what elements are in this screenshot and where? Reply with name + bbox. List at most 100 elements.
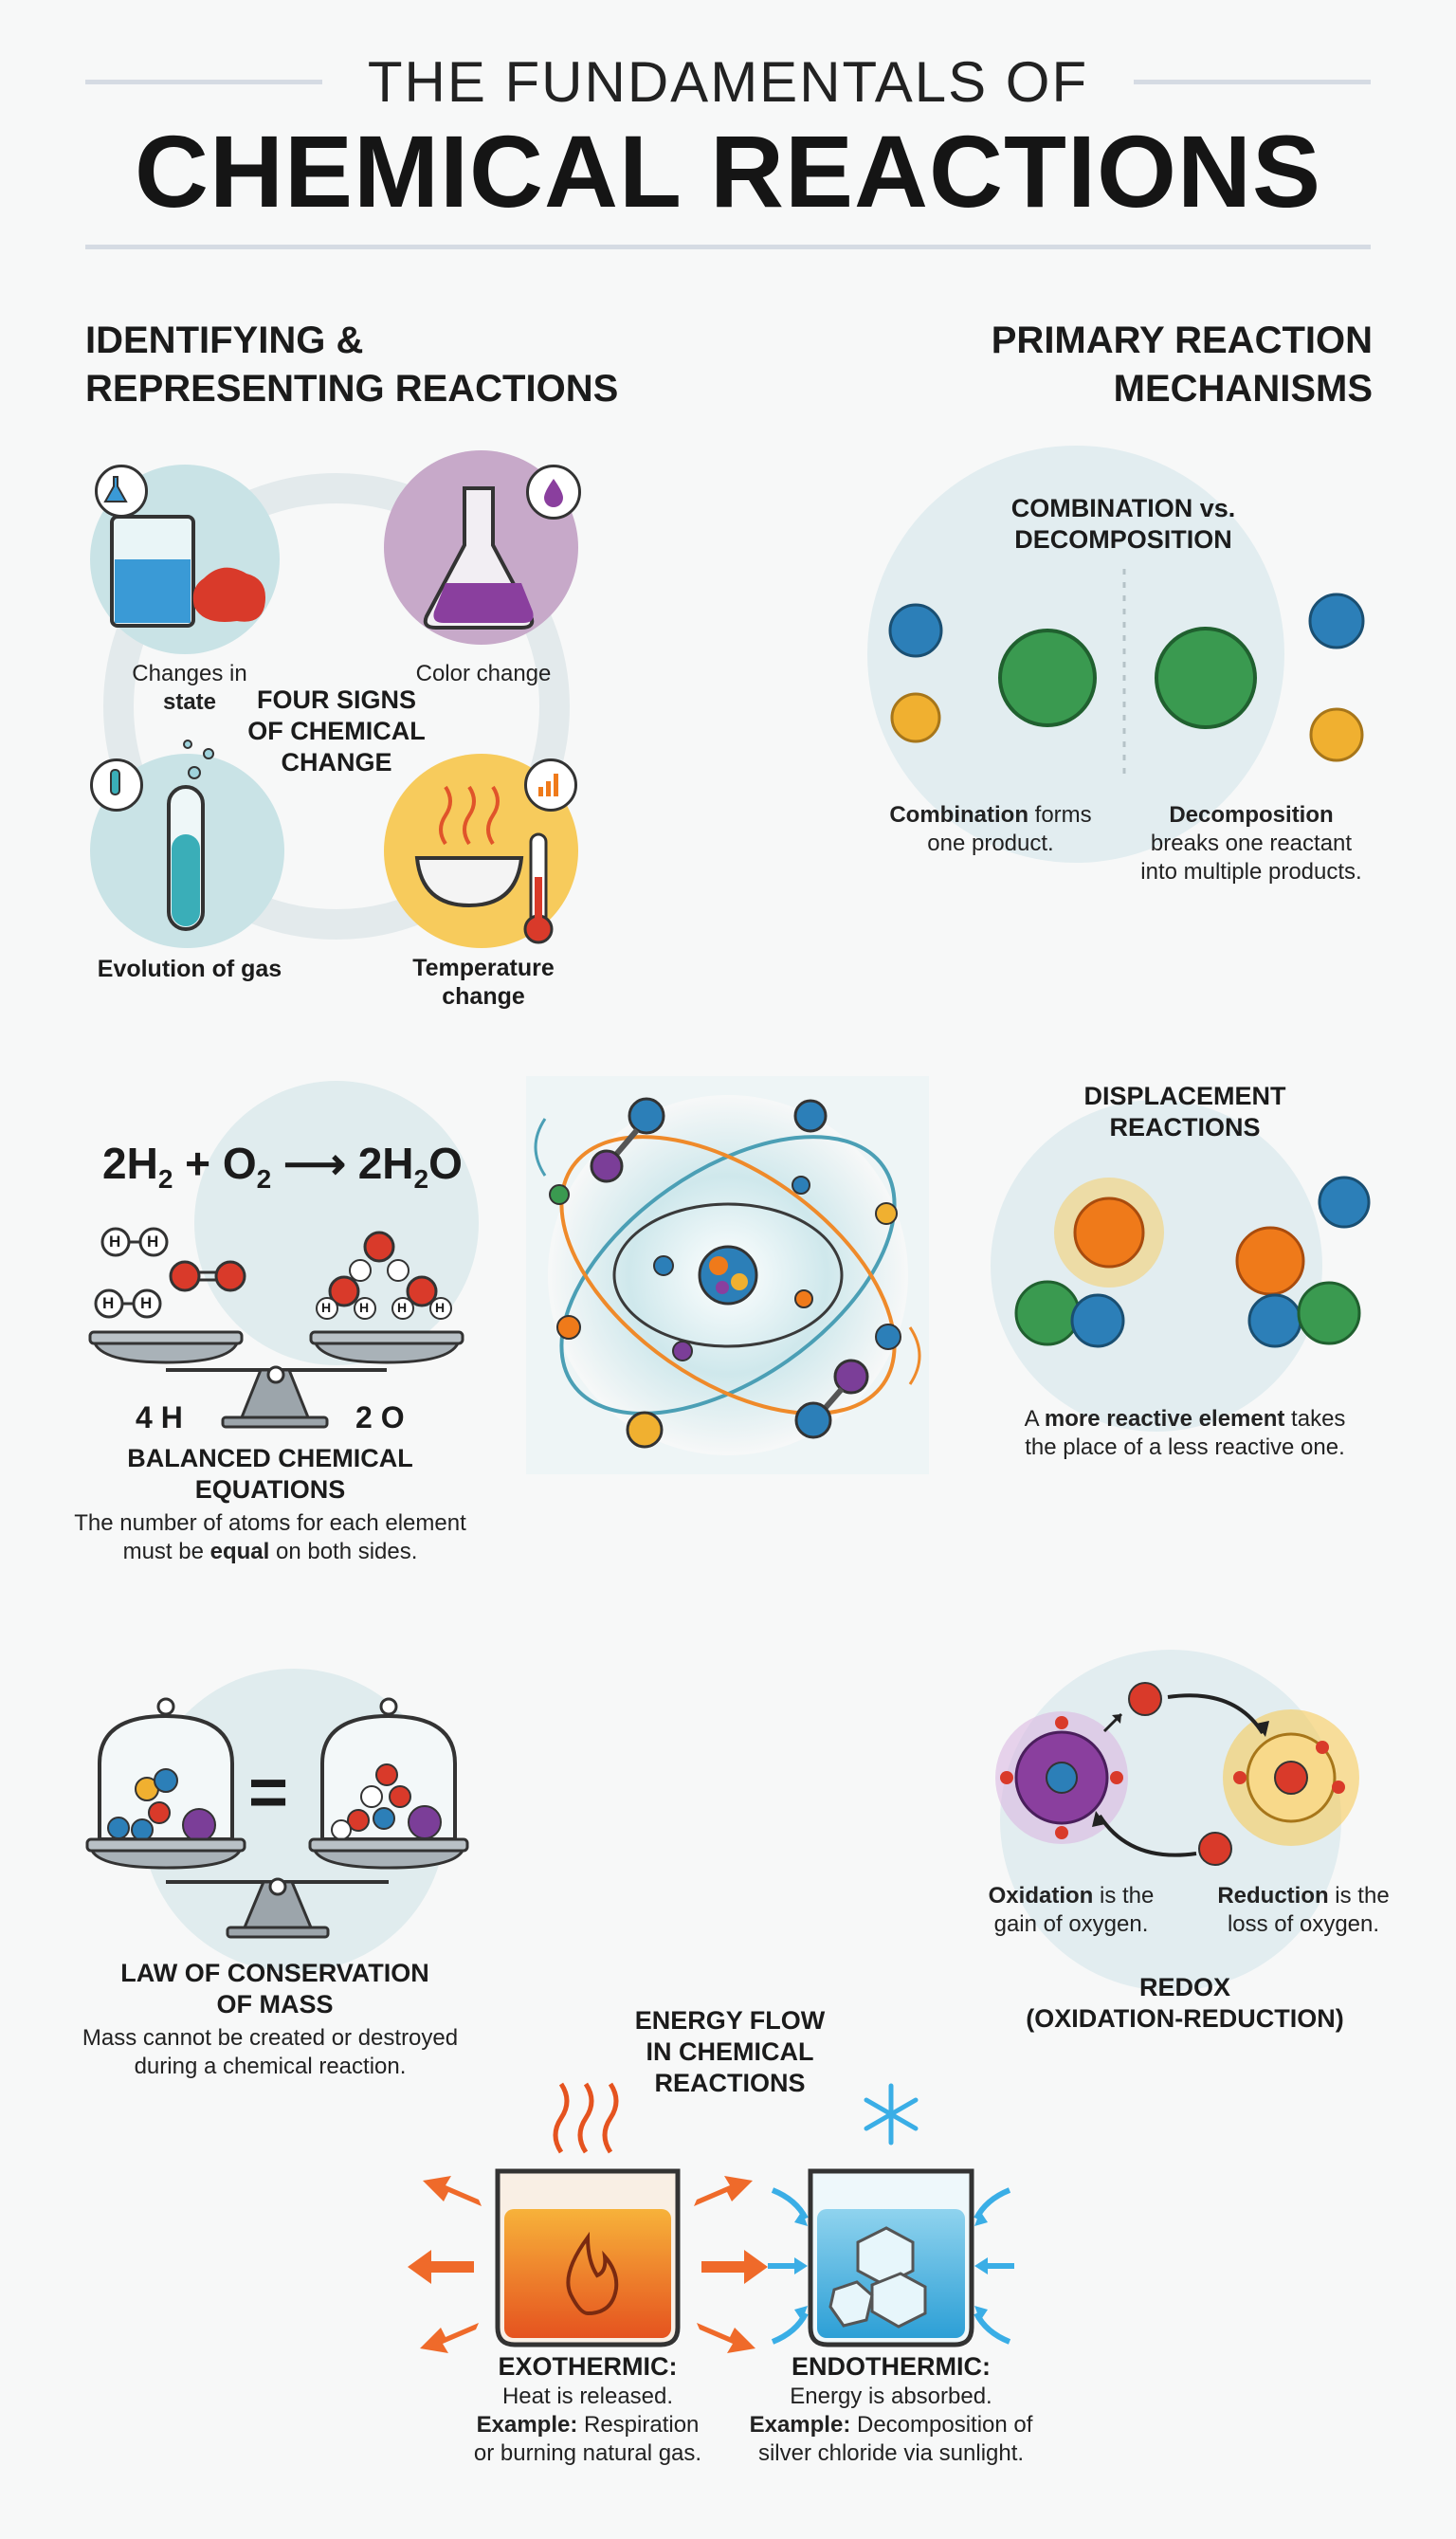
eq-sub-1: 2 <box>157 1164 173 1195</box>
exothermic-desc: EXOTHERMIC: Heat is released. Example: R… <box>431 2351 744 2468</box>
combination-desc-line2: one product. <box>927 831 1054 856</box>
conservation-desc-line2: during a chemical reaction. <box>134 2054 407 2079</box>
eq-sub-2: 2 <box>256 1164 272 1195</box>
eq-product-o: O <box>428 1139 463 1188</box>
right-section-title-line2: MECHANISMS <box>1113 368 1373 410</box>
oxidation-desc-line2: gain of oxygen. <box>993 1911 1149 1937</box>
oxidation-desc-rest: is the <box>1093 1883 1155 1909</box>
combination-desc: Combination forms one product. <box>877 801 1104 858</box>
conservation-title-line1: LAW OF CONSERVATION <box>120 1959 429 1987</box>
reduction-desc-line2: loss of oxygen. <box>1227 1911 1380 1937</box>
four-signs-title-line2: OF CHEMICAL <box>247 717 426 745</box>
conservation-desc-line1: Mass cannot be created or destroyed <box>82 2025 459 2051</box>
exothermic-desc-line1: Heat is released. <box>501 2384 674 2409</box>
exothermic-title: EXOTHERMIC: <box>498 2352 678 2381</box>
color-change-label: Color change <box>415 661 552 686</box>
balanced-desc-post: on both sides. <box>269 1539 418 1564</box>
exothermic-example-label: Example: <box>476 2412 578 2438</box>
displacement-desc-pre: A <box>1024 1406 1045 1432</box>
energy-title-line1: ENERGY FLOW <box>634 2006 826 2035</box>
endothermic-desc-line2: Example: Decomposition of <box>735 2411 1047 2439</box>
balanced-desc: The number of atoms for each element mus… <box>57 1509 483 1566</box>
combination-title-line2: DECOMPOSITION <box>1014 525 1232 554</box>
four-signs-title: FOUR SIGNS OF CHEMICAL CHANGE <box>228 685 446 778</box>
conservation-title-line2: OF MASS <box>216 1990 334 2018</box>
reduction-term: Reduction <box>1217 1883 1329 1909</box>
conservation-desc: Mass cannot be created or destroyed duri… <box>57 2024 483 2081</box>
balanced-title-line2: EQUATIONS <box>194 1475 346 1504</box>
balanced-equation: 2H2 + O2 ⟶ 2H2O <box>102 1138 463 1195</box>
exothermic-example-text: Respiration <box>577 2412 700 2438</box>
four-signs-title-line1: FOUR SIGNS <box>256 685 416 714</box>
oxidation-desc: Oxidation is the gain of oxygen. <box>972 1882 1171 1939</box>
energy-title-line2: IN CHEMICAL <box>646 2037 814 2066</box>
oxygen-count: 2 O <box>355 1400 405 1434</box>
balanced-desc-bold: equal <box>209 1539 270 1564</box>
temperature-label-line2: change <box>442 983 525 1010</box>
conservation-title: LAW OF CONSERVATION OF MASS <box>66 1958 483 2020</box>
displacement-desc-post: takes <box>1284 1406 1346 1432</box>
atom-h-label-3: H <box>102 1294 115 1312</box>
right-section-title-line1: PRIMARY REACTION <box>991 320 1373 361</box>
atom-h-label-4: H <box>140 1294 153 1312</box>
left-section-title-line1: IDENTIFYING & <box>85 320 364 361</box>
atom-h-label-5: H <box>321 1300 332 1315</box>
redox-title-line1: REDOX <box>1138 1973 1231 2001</box>
balanced-title: BALANCED CHEMICAL EQUATIONS <box>76 1443 464 1506</box>
displacement-title-line2: REACTIONS <box>1109 1113 1261 1142</box>
redox-title-line2: (OXIDATION-REDUCTION) <box>1026 2004 1344 2033</box>
eq-sub-3: 2 <box>413 1164 429 1195</box>
endothermic-example-label: Example: <box>749 2412 851 2438</box>
oxidation-desc-line1: Oxidation is the <box>972 1882 1171 1910</box>
state-change-label-line2: state <box>162 689 217 715</box>
balanced-desc-line1: The number of atoms for each element <box>74 1510 466 1536</box>
equals-sign: = <box>248 1755 289 1831</box>
displacement-title: DISPLACEMENT REACTIONS <box>995 1081 1374 1143</box>
atom-h-label-1: H <box>109 1233 121 1251</box>
displacement-desc-bold: more reactive element <box>1044 1406 1285 1432</box>
combination-title: COMBINATION vs. DECOMPOSITION <box>910 493 1337 556</box>
endothermic-title: ENDOTHERMIC: <box>792 2352 991 2381</box>
eq-reactant-h: 2H <box>102 1139 158 1188</box>
state-change-label: Changes in state <box>95 660 284 717</box>
right-section-title: PRIMARY REACTION MECHANISMS <box>910 317 1373 413</box>
combination-desc-rest: forms <box>1028 802 1092 828</box>
header-bottom-rule <box>85 245 1371 249</box>
header-top-rule <box>85 80 322 84</box>
balanced-desc-pre: must be <box>122 1539 210 1564</box>
atom-h-label-2: H <box>147 1233 159 1251</box>
hydrogen-count: 4 H <box>136 1400 183 1434</box>
flask-badge-icon <box>95 465 148 518</box>
energy-title: ENERGY FLOW IN CHEMICAL REACTIONS <box>550 2005 910 2099</box>
balanced-title-line1: BALANCED CHEMICAL <box>127 1444 413 1472</box>
endothermic-desc-line3: silver chloride via sunlight. <box>757 2440 1025 2466</box>
oxidation-term: Oxidation <box>988 1883 1094 1909</box>
combination-term: Combination <box>889 802 1028 828</box>
gas-badge-icon <box>90 758 143 812</box>
decomposition-desc: Decomposition breaks one reactant into m… <box>1109 801 1393 886</box>
decomposition-term: Decomposition <box>1169 802 1334 828</box>
atom-h-label-7: H <box>397 1300 408 1315</box>
energy-title-line3: REACTIONS <box>654 2069 806 2097</box>
displacement-desc-line2: the place of a less reactive one. <box>1025 1434 1345 1460</box>
left-section-title: IDENTIFYING & REPRESENTING REACTIONS <box>85 317 618 413</box>
atom-h-label-8: H <box>435 1300 446 1315</box>
endothermic-example-text: Decomposition of <box>850 2412 1033 2438</box>
displacement-title-line1: DISPLACEMENT <box>1083 1082 1286 1110</box>
header-subtitle: THE FUNDAMENTALS OF <box>367 50 1089 114</box>
